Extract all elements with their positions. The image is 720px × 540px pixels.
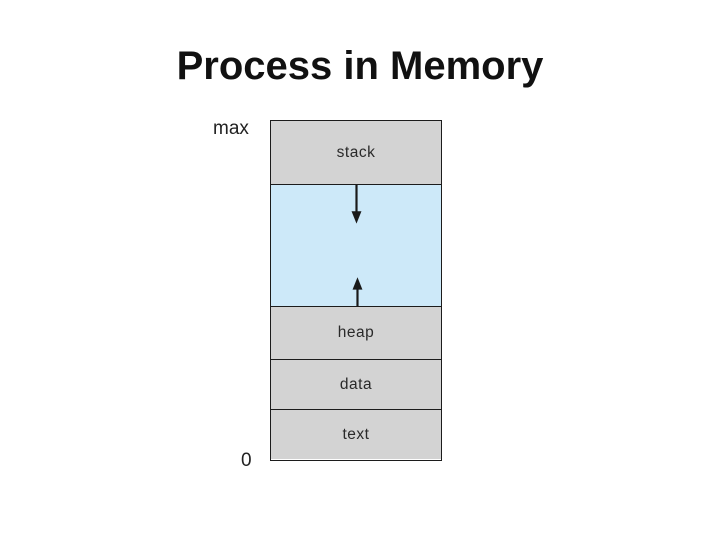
stack-segment-label: stack — [336, 143, 376, 161]
data-segment-label: data — [339, 375, 373, 393]
stack-segment: stack — [271, 121, 441, 185]
down-arrow-icon — [351, 185, 362, 224]
max-address-label: max — [213, 118, 249, 139]
heap-segment-label: heap — [337, 324, 375, 341]
zero-address-label: 0 — [241, 450, 252, 471]
heap-segment: heap — [271, 307, 441, 360]
growth-arrows-graphic — [351, 185, 363, 306]
up-arrow-icon — [352, 277, 363, 306]
data-segment: data — [271, 360, 441, 410]
page-title: Process in Memory — [176, 44, 544, 88]
text-segment-label: text — [342, 425, 370, 443]
process-memory-diagram: stack heap data text — [270, 120, 442, 461]
growth-gap-segment — [271, 185, 441, 307]
text-segment: text — [271, 410, 441, 459]
